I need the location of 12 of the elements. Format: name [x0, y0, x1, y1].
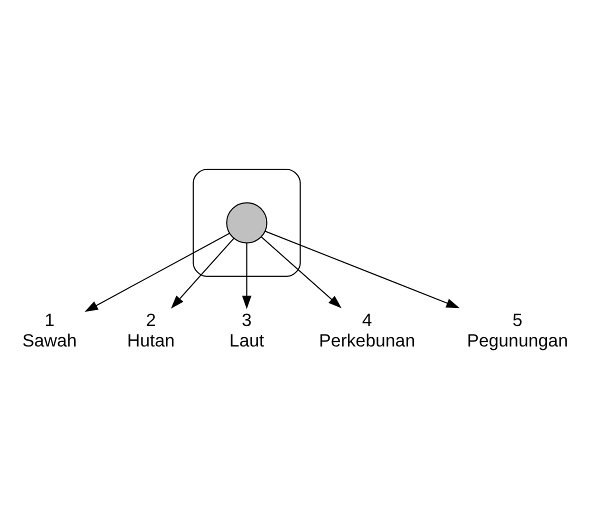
arrow [261, 236, 342, 308]
arrow [242, 243, 252, 310]
arrow [265, 230, 460, 308]
cluster [192, 168, 301, 277]
node-text: 2 Hutan [127, 310, 175, 350]
node-text: 3 Laut [229, 310, 264, 350]
node-text: 5 Pegunungan [466, 310, 568, 350]
node-text: 4 Perkebunan [319, 310, 416, 350]
node-text: 1 Sawah [22, 310, 77, 350]
arrow [170, 238, 234, 309]
node-circle [226, 202, 268, 244]
arrow [84, 232, 230, 312]
